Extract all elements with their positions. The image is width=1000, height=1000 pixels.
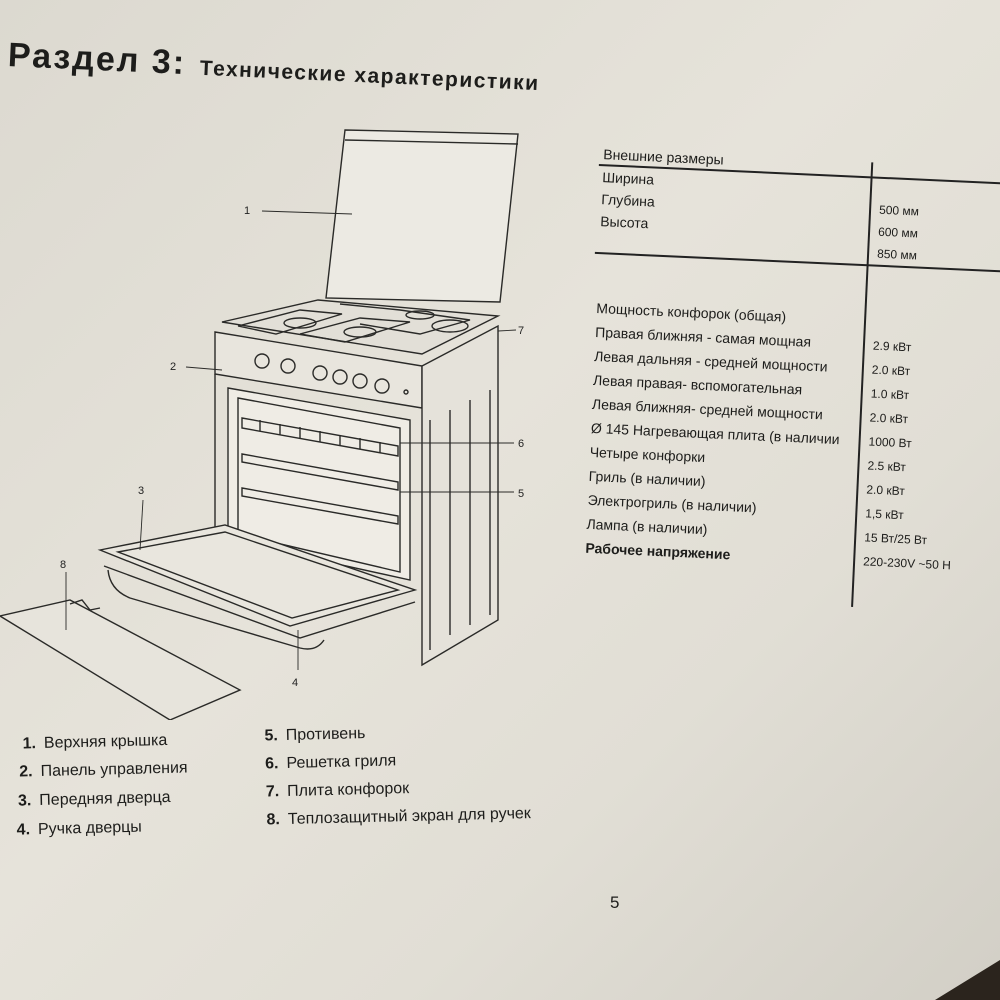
- oven-cavity: [227, 387, 411, 581]
- spec-label-power: Левая ближняя- средней мощности: [591, 395, 824, 423]
- spec-label-voltage: Рабочее напряжение: [585, 539, 731, 563]
- spec-label-power: Четыре конфорки: [589, 443, 706, 466]
- heat-shield: [0, 599, 242, 720]
- spec-label-depth: Глубина: [600, 191, 656, 210]
- table-header-rule: [598, 163, 1000, 185]
- callout-6: 6: [518, 438, 524, 450]
- grill-rack: [241, 417, 399, 457]
- table-section-rule: [594, 251, 1000, 273]
- legend-item: 6.Решетка гриля: [264, 752, 397, 773]
- door-handle: [107, 569, 325, 650]
- callout-1: 1: [244, 205, 250, 217]
- spec-value-depth: 600 мм: [877, 224, 919, 241]
- spec-value-height: 850 мм: [876, 246, 918, 263]
- parts-legend: 1.Верхняя крышка 2.Панель управления 3.П…: [0, 704, 643, 860]
- power-heading: Мощность конфорок (общая): [596, 300, 787, 325]
- cabinet-body: [214, 324, 499, 667]
- legend-item: 3.Передняя дверца: [17, 788, 171, 810]
- spec-label-power: Правая ближняя - самая мощная: [594, 323, 812, 350]
- spec-label-power: Ø 145 Нагревающая плита (в наличии: [590, 419, 840, 448]
- callout-7: 7: [518, 325, 524, 337]
- section-title: Раздел 3: Технические характеристики: [7, 36, 541, 99]
- top-lid: [325, 129, 519, 303]
- spec-value-width: 500 мм: [878, 202, 920, 219]
- cooktop: [221, 299, 501, 355]
- legend-item: 2.Панель управления: [19, 759, 188, 781]
- spec-label-height: Высота: [599, 213, 649, 232]
- section-number: Раздел 3:: [7, 36, 187, 83]
- legend-item: 4.Ручка дверцы: [16, 818, 143, 839]
- spec-label-width: Ширина: [601, 169, 655, 188]
- stove-diagram: 1 2 3 4 5 6 7 8: [0, 129, 524, 720]
- callout-4: 4: [292, 677, 298, 689]
- page-number: 5: [610, 893, 620, 912]
- spec-value-power: 15 Вт/25 Вт: [863, 530, 928, 548]
- spec-label-power: Лампа (в наличии): [586, 515, 708, 538]
- legend-item: 7.Плита конфорок: [265, 780, 410, 801]
- callout-8: 8: [60, 559, 66, 571]
- spec-value-power: 1000 Вт: [868, 434, 913, 451]
- spec-value-power: 2.0 кВт: [871, 362, 911, 379]
- callout-leaders: [65, 210, 517, 670]
- spec-label-power: Гриль (в наличии): [588, 467, 706, 490]
- legend-item: 1.Верхняя крышка: [22, 731, 168, 753]
- spec-value-power: 2.5 кВт: [867, 458, 907, 475]
- spec-value-power: 2.0 кВт: [866, 482, 906, 499]
- callout-3: 3: [138, 485, 144, 497]
- spec-value-power: 1.0 кВт: [870, 386, 910, 403]
- spec-value-voltage: 220-230V ~50 Н: [862, 554, 952, 573]
- spec-table: Внешние размеры Ширина Глубина Высота 50…: [579, 140, 1000, 619]
- legend-item: 8.Теплозащитный экран для ручек: [266, 805, 532, 829]
- legend-item: 5.Противень: [264, 725, 366, 745]
- callout-5: 5: [518, 488, 524, 500]
- spec-value-power: 2.0 кВт: [869, 410, 909, 427]
- spec-label-power: Электрогриль (в наличии): [587, 491, 757, 516]
- callout-numbers: 1 2 3 4 5 6 7 8: [60, 205, 524, 689]
- callout-2: 2: [170, 361, 176, 373]
- spec-label-power: Левая правая- вспомогательная: [592, 371, 803, 398]
- section-subtitle: Технические характеристики: [199, 56, 541, 96]
- baking-tray: [241, 453, 399, 525]
- spec-value-power: 2.9 кВт: [872, 338, 912, 355]
- spec-value-power: 1,5 кВт: [865, 506, 904, 523]
- oven-door-open: [97, 524, 418, 650]
- spec-label-power: Левая дальняя - средней мощности: [593, 347, 828, 375]
